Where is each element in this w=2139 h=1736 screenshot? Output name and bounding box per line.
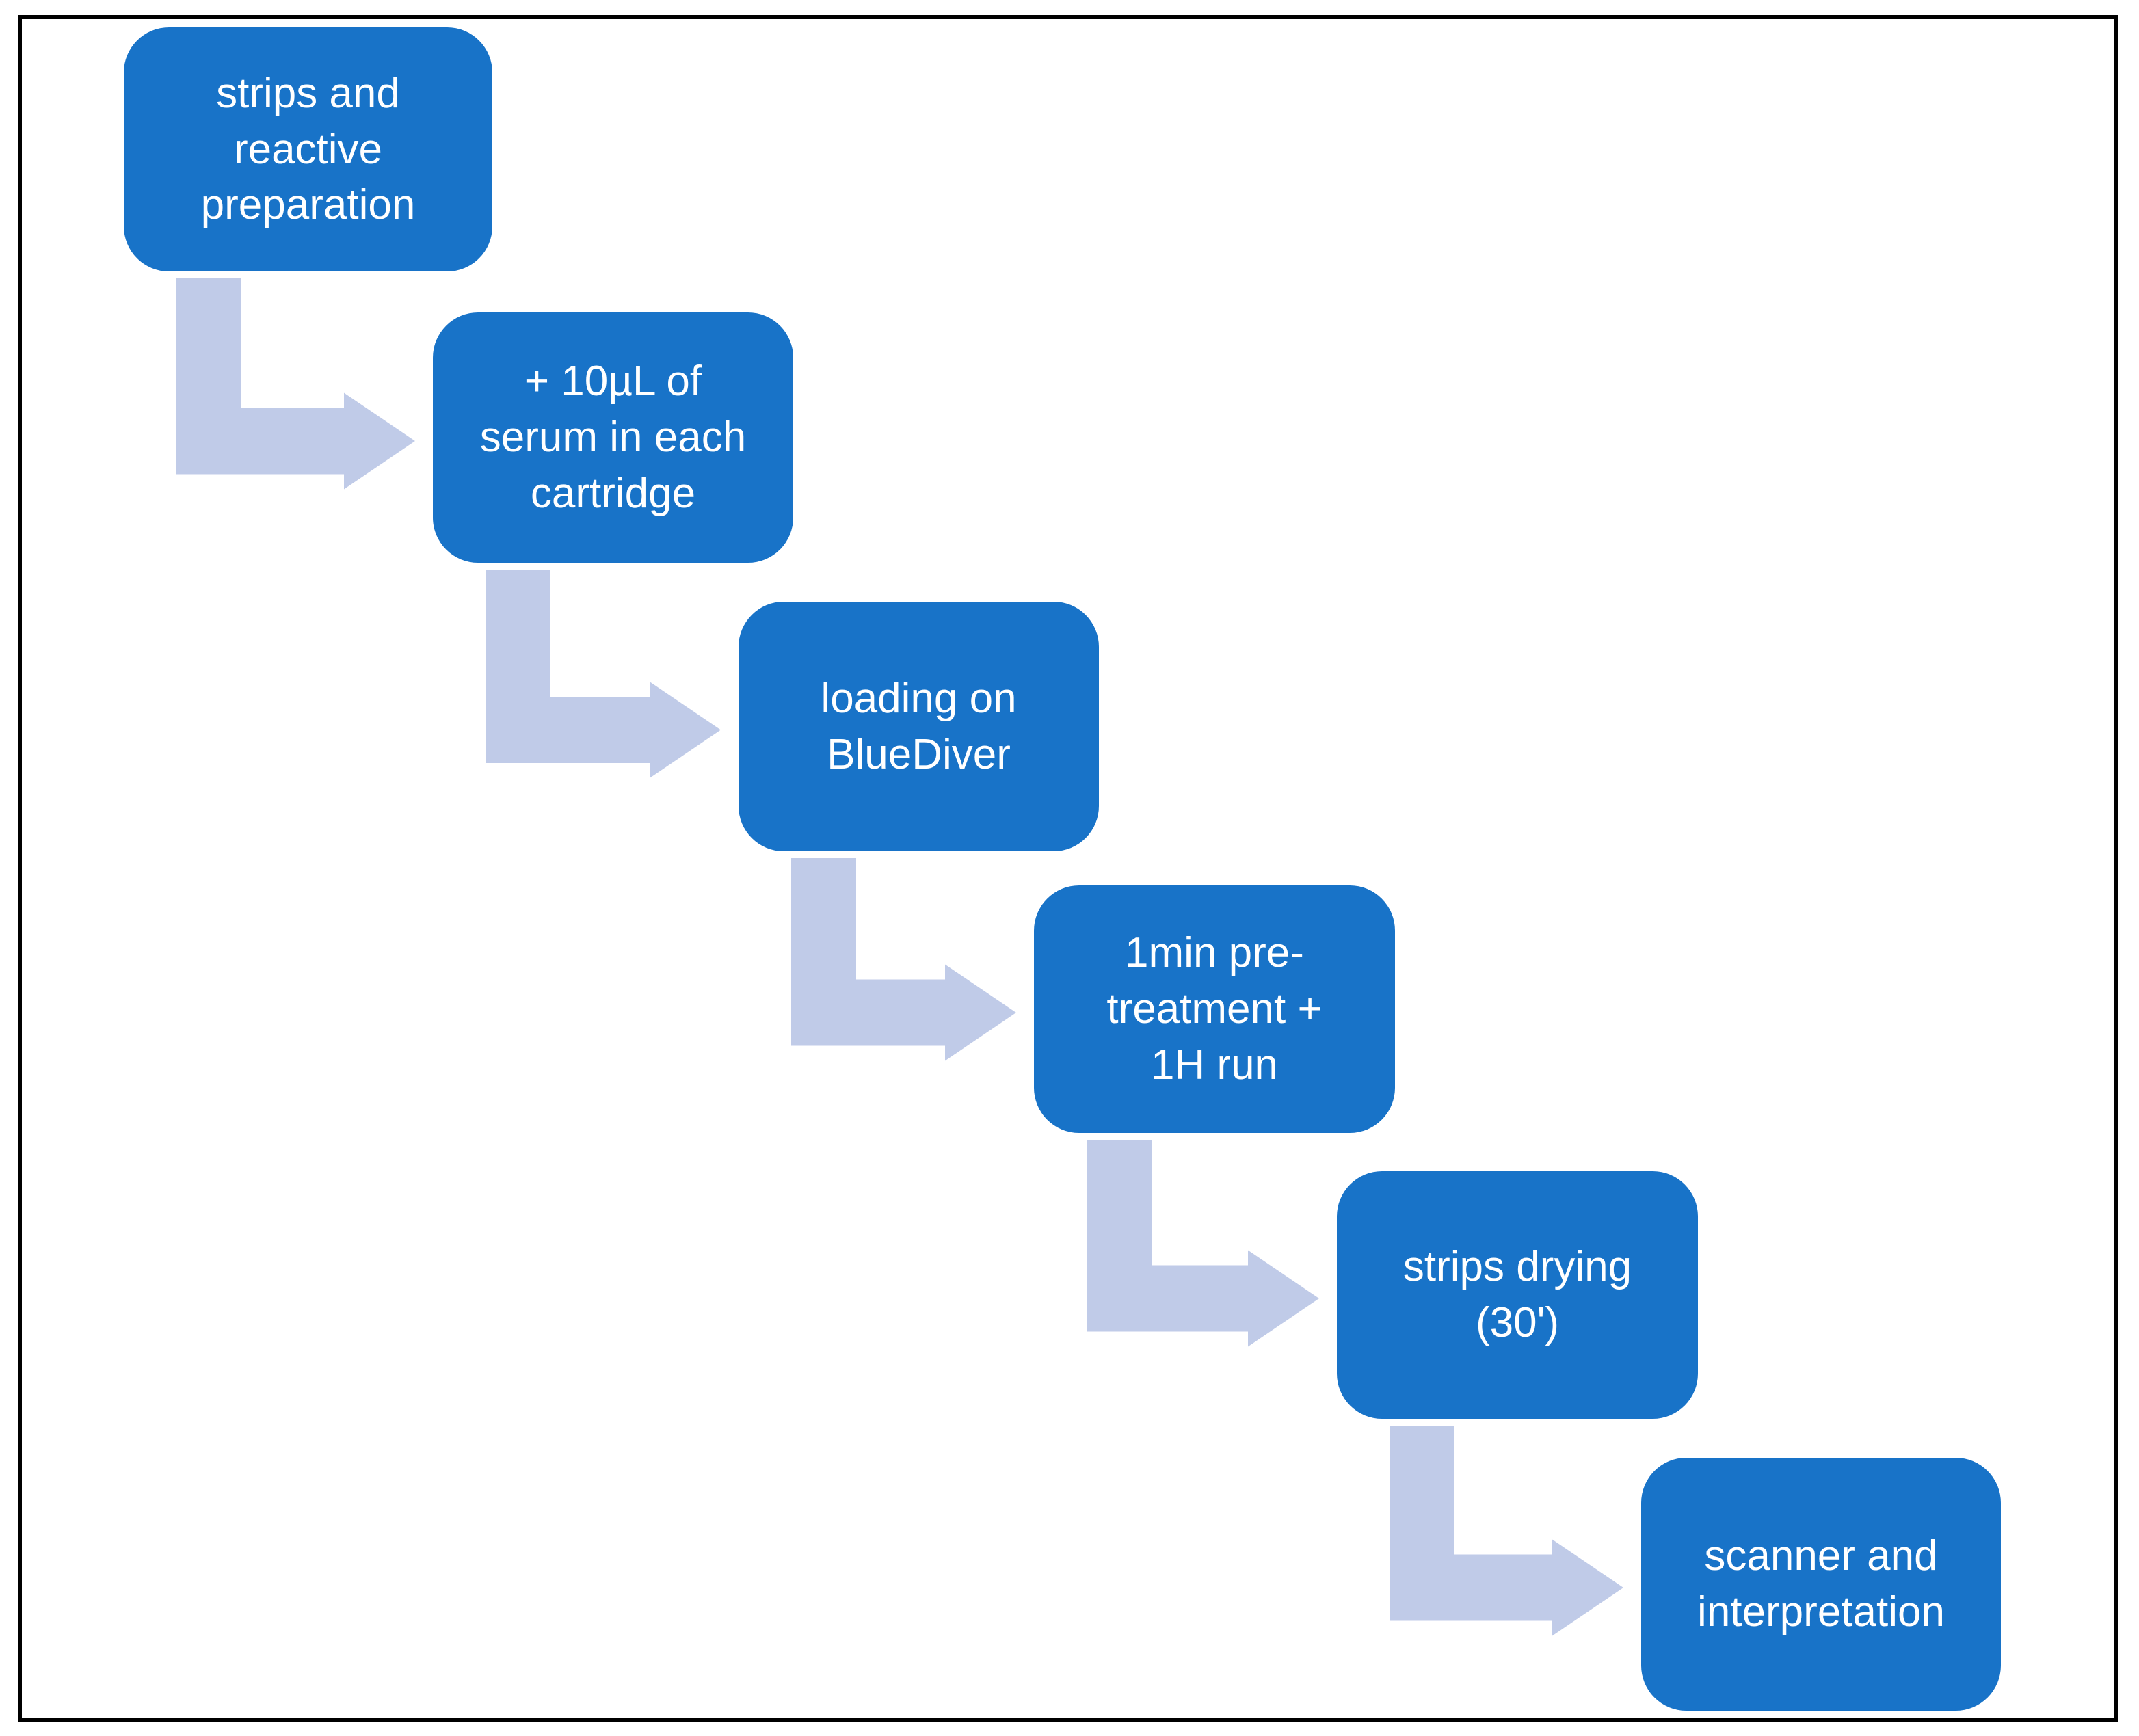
step-label: scanner and interpretation <box>1697 1532 1945 1635</box>
flowchart-step-serum-in-cartridge: + 10µL of serum in each cartridge <box>433 312 793 563</box>
step-label: strips drying (30') <box>1403 1243 1632 1346</box>
step-label: loading on BlueDiver <box>821 674 1017 778</box>
flowchart-step-strips-preparation: strips and reactive preparation <box>124 27 492 271</box>
flowchart-step-pretreatment-run: 1min pre- treatment + 1H run <box>1034 885 1395 1133</box>
step-label: 1min pre- treatment + 1H run <box>1106 929 1323 1089</box>
flowchart-step-strips-drying: strips drying (30') <box>1337 1171 1698 1419</box>
flowchart-step-scanner-interpretation: scanner and interpretation <box>1641 1458 2001 1711</box>
step-label: + 10µL of serum in each cartridge <box>479 358 747 517</box>
flowchart-step-loading-bluediver: loading on BlueDiver <box>739 602 1099 851</box>
step-label: strips and reactive preparation <box>200 69 416 229</box>
